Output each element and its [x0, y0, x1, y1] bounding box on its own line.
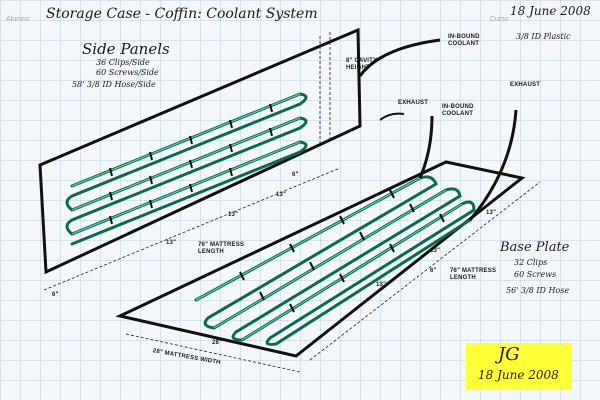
- side-panels-screws: 60 Screws/Side: [96, 68, 159, 77]
- base-plate-hose: 56' 3/8 ID Hose: [506, 286, 570, 295]
- mattress-length-base-label: 76" MATTRESS LENGTH: [450, 268, 497, 281]
- signature-date: 18 June 2008: [478, 368, 559, 382]
- side-panel-hose-highlight: [71, 93, 301, 235]
- dim-side-13c: 13": [276, 192, 287, 198]
- side-panels-clips: 36 Clips/Side: [96, 58, 150, 67]
- inbound-hose-base: [418, 115, 434, 179]
- inbound-hose-top: [358, 38, 441, 77]
- exhaust-hose-base: [468, 109, 518, 221]
- alumno-label: Alumno: [6, 16, 30, 23]
- dim-base-width-total: 28": [212, 340, 223, 346]
- inbound-coolant-top-label: IN-BOUND COOLANT: [448, 34, 480, 47]
- inbound-coolant-mid-label: IN-BOUND COOLANT: [442, 104, 474, 117]
- base-plate-hose-highlight: [195, 177, 463, 341]
- dim-side-6a: 6": [292, 172, 299, 178]
- exhaust-left-label: EXHAUST: [398, 100, 429, 106]
- side-panels-hose: 58' 3/8 ID Hose/Side: [72, 80, 156, 89]
- signature-highlight: [466, 343, 572, 390]
- page-title: Storage Case - Coffin: Coolant System: [46, 6, 318, 22]
- base-plate-clips: [239, 189, 445, 313]
- signature-stamp: JG: [498, 344, 520, 365]
- header-date: 18 June 2008: [510, 4, 591, 18]
- curso-label: Curso: [490, 16, 509, 23]
- side-panel-hose: [65, 92, 308, 246]
- dim-side-13b: 13": [166, 240, 177, 246]
- exhaust-hose-side: [379, 112, 405, 121]
- dim-base-13b: 13": [430, 248, 441, 254]
- side-panel-clips: [109, 103, 273, 225]
- base-plate-hose: [194, 175, 476, 346]
- exhaust-right-label: EXHAUST: [510, 82, 541, 88]
- base-plate-title: Base Plate: [500, 240, 570, 255]
- side-panels-title: Side Panels: [82, 40, 170, 58]
- dim-base-13c: 13": [486, 210, 497, 216]
- side-panel-outline: [38, 27, 362, 275]
- base-plate-dimension-lines: [125, 181, 541, 373]
- base-plate-clips: 32 Clips: [514, 258, 548, 267]
- base-plate-screws: 60 Screws: [514, 270, 557, 279]
- hose-spec-label: 3/8 ID Plastic: [516, 32, 571, 41]
- dim-base-13a: 13": [376, 282, 387, 288]
- mattress-length-side-label: 76" MATTRESS LENGTH: [198, 242, 245, 255]
- dim-base-6: 6": [430, 268, 437, 274]
- dim-side-13a: 13": [228, 212, 239, 218]
- dim-side-6b: 6": [52, 292, 59, 298]
- side-panel-dimension-lines: [43, 32, 341, 291]
- base-plate-outline: [115, 160, 526, 358]
